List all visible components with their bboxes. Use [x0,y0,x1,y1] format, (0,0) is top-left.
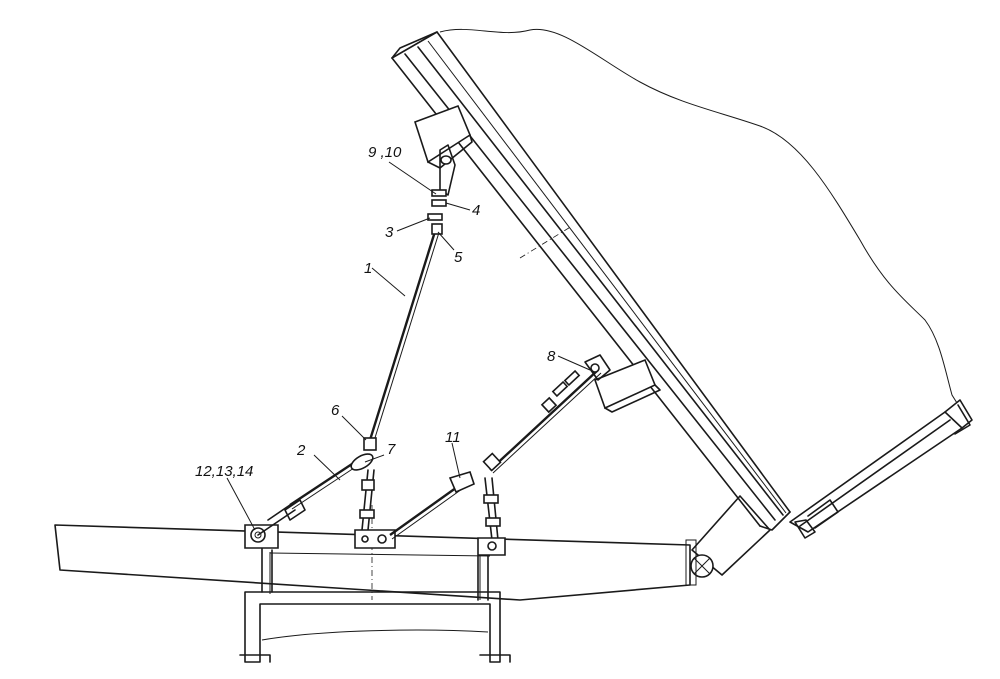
label-9-10: 9 ,10 [368,144,402,161]
joint-11 [448,471,475,494]
label-5: 5 [454,249,463,266]
label-11: 11 [445,429,461,446]
label-1: 1 [364,260,372,277]
lower-body-pad [593,358,661,413]
sleeve-6 [363,437,377,451]
cross-member [244,591,501,663]
link-rod-2 [267,453,374,521]
label-6: 6 [331,402,340,419]
label-12-13-14: 12,13,14 [195,463,253,480]
body-centre-line [519,225,573,259]
callout-labels: 9 ,10 4 3 5 1 6 7 2 8 11 12,13,14 [195,144,556,480]
label-7: 7 [387,441,396,458]
left-bracket [244,509,296,549]
nut-9-10 [431,189,447,197]
label-2: 2 [296,442,306,459]
subframe-beam [54,524,691,601]
chassis-frame [54,505,697,663]
tailgate [789,399,973,539]
body-break-outline [439,28,958,404]
link-rod-8-11 [389,354,611,556]
pin-8 [590,363,600,373]
label-4: 4 [472,202,480,219]
stay-rod-1 [363,144,456,451]
dump-body [391,28,958,578]
nut-4 [431,199,447,207]
clamp-7 [350,453,374,471]
label-3: 3 [385,224,394,241]
leader-lines [226,161,591,531]
label-8: 8 [547,348,556,365]
nut-3 [427,213,443,221]
upper-body-pad [414,104,473,169]
centre-bracket [354,469,396,549]
sleeve-5 [431,223,443,235]
